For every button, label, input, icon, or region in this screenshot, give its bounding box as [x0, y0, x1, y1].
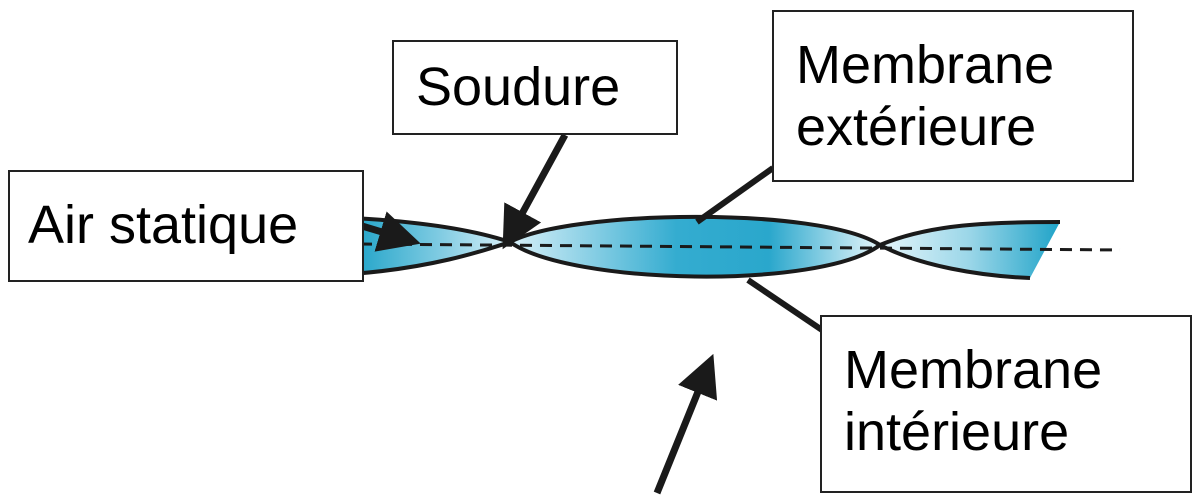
label-air-statique: Air statique [8, 170, 364, 282]
bottom-arrow [653, 353, 718, 495]
label-air-statique-text: Air statique [28, 195, 299, 255]
label-membrane-interieure: Membrane intérieure [820, 315, 1192, 493]
right-outer-membrane [879, 220, 1061, 247]
inner-membrane-leader [746, 277, 824, 333]
label-membrane-exterieure: Membrane extérieure [772, 10, 1134, 182]
middle-air-pocket [510, 216, 880, 277]
right-inner-membrane [879, 243, 1031, 280]
label-membrane-exterieure-line1: Membrane [796, 35, 1055, 95]
outer-membrane-leader [695, 165, 775, 225]
label-soudure-text: Soudure [416, 57, 621, 117]
label-membrane-interieure-line2: intérieure [844, 402, 1070, 462]
soudure-arrow [502, 133, 569, 250]
label-soudure: Soudure [392, 40, 678, 135]
label-membrane-interieure-line1: Membrane [844, 340, 1103, 400]
left-inner-membrane [351, 240, 511, 276]
label-membrane-exterieure-line2: extérieure [796, 97, 1037, 157]
air-arrow [360, 211, 421, 252]
middle-outer-membrane [509, 214, 882, 247]
center-dashed-line [359, 242, 1121, 252]
middle-inner-membrane [508, 240, 882, 279]
